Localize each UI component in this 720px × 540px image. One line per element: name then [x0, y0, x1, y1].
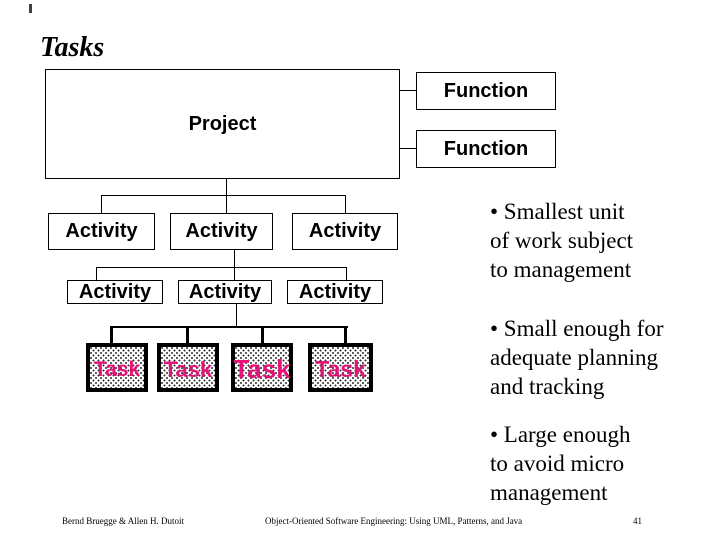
task-box-4: Task	[308, 343, 373, 392]
activity-box-row1-3: Activity	[292, 213, 398, 250]
activity-box-row2-3: Activity	[287, 280, 383, 304]
bullet-line: of work subject	[490, 228, 634, 253]
activity-label-row1-1: Activity	[65, 220, 138, 242]
function-box-2: Function	[416, 130, 556, 168]
function-label-1: Function	[443, 79, 529, 102]
connector-level3-stub-3	[261, 326, 264, 343]
connector-level1-stub-3	[345, 195, 346, 214]
connector-level3-stub-1	[110, 326, 113, 343]
footer-book-title: Object-Oriented Software Engineering: Us…	[265, 516, 523, 526]
connector-project-down	[226, 179, 227, 196]
activity-label-row2-1: Activity	[78, 280, 152, 303]
connector-level2-horizontal	[96, 267, 347, 268]
task-box-3: Task	[231, 343, 293, 392]
bullet-smallest-unit: • Smallest unit of work subject to manag…	[490, 197, 633, 284]
function-box-1: Function	[416, 72, 556, 110]
connector-project-function2	[400, 148, 416, 149]
project-box: Project	[45, 69, 400, 179]
connector-activity1-down	[234, 249, 235, 268]
connector-level1-stub-2	[226, 195, 227, 214]
task-label-3: Task	[233, 354, 291, 384]
footer-page-number: 41	[633, 516, 642, 526]
activity-label-row2-3: Activity	[298, 280, 372, 303]
connector-activity2-down	[236, 303, 237, 327]
connector-level2-stub-2	[234, 267, 235, 281]
connector-level3-stub-2	[186, 326, 189, 343]
bullet-line: to management	[490, 257, 632, 282]
connector-level1-horizontal	[101, 195, 346, 196]
activity-label-row1-2: Activity	[185, 220, 258, 242]
connector-level2-stub-1	[96, 267, 97, 281]
connector-level3-horizontal	[111, 326, 348, 328]
bullet-line: and tracking	[490, 374, 605, 399]
connector-project-function1	[400, 90, 416, 91]
function-label-2: Function	[443, 137, 529, 160]
bullet-line: • Smallest unit	[490, 199, 625, 224]
bullet-small-enough: • Small enough for adequate planning and…	[490, 314, 664, 401]
bullet-line: • Small enough for	[490, 316, 664, 341]
activity-label-row1-3: Activity	[308, 220, 382, 242]
bullet-line: to avoid micro	[490, 451, 625, 476]
activity-label-row2-2: Activity	[188, 280, 262, 303]
bullet-large-enough: • Large enough to avoid micro management	[490, 420, 630, 507]
bullet-line: management	[490, 480, 608, 505]
bullet-line: adequate planning	[490, 345, 658, 370]
connector-level3-stub-4	[344, 326, 347, 343]
task-label-1: Task	[93, 357, 141, 381]
connector-level1-stub-1	[101, 195, 102, 214]
footer-authors: Bernd Bruegge & Allen H. Dutoit	[62, 516, 184, 526]
bullet-line: • Large enough	[490, 422, 631, 447]
activity-box-row2-2: Activity	[178, 280, 272, 304]
slide-title: Tasks	[40, 32, 105, 63]
connector-level2-stub-3	[346, 267, 347, 281]
activity-box-row2-1: Activity	[67, 280, 163, 304]
activity-box-row1-2: Activity	[170, 213, 273, 250]
task-label-4: Task	[315, 356, 366, 382]
task-box-2: Task	[157, 343, 219, 392]
slide-edge-mark	[29, 4, 32, 13]
activity-box-row1-1: Activity	[48, 213, 155, 250]
task-label-2: Task	[163, 356, 213, 382]
task-box-1: Task	[86, 343, 148, 392]
project-label: Project	[188, 112, 257, 135]
